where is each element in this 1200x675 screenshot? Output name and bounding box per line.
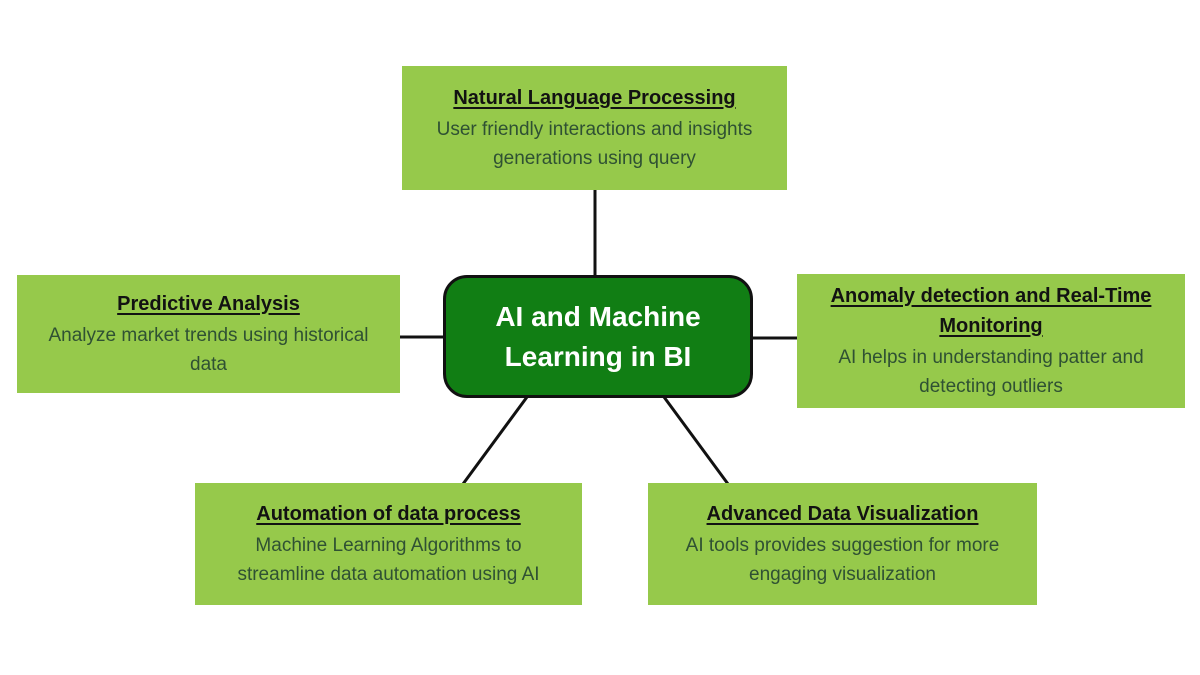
node-anomaly-detection: Anomaly detection and Real-Time Monitori… — [797, 274, 1185, 408]
node-title: Natural Language Processing — [453, 86, 736, 109]
center-node-title: AI and Machine Learning in BI — [495, 301, 701, 372]
node-title: Predictive Analysis — [117, 292, 300, 315]
node-description: Machine Learning Algorithms to streamlin… — [237, 534, 540, 585]
node-advanced-data-visualization: Advanced Data Visualization AI tools pro… — [648, 483, 1037, 605]
node-title: Anomaly detection and Real-Time Monitori… — [830, 284, 1152, 337]
node-title: Advanced Data Visualization — [706, 502, 979, 525]
node-predictive-analysis: Predictive Analysis Analyze market trend… — [17, 275, 400, 393]
center-node-ai-ml-in-bi: AI and Machine Learning in BI — [443, 275, 753, 398]
node-description: AI tools provides suggestion for more en… — [685, 534, 1000, 585]
node-description: User friendly interactions and insights … — [436, 118, 753, 169]
node-description: AI helps in understanding patter and det… — [838, 346, 1144, 397]
node-title: Automation of data process — [256, 502, 521, 525]
connector-bottom-right — [662, 396, 730, 485]
node-description: Analyze market trends using historical d… — [48, 324, 369, 375]
node-automation-of-data-process: Automation of data process Machine Learn… — [195, 483, 582, 605]
node-natural-language-processing: Natural Language Processing User friendl… — [402, 66, 787, 190]
connector-bottom-left — [461, 396, 529, 485]
